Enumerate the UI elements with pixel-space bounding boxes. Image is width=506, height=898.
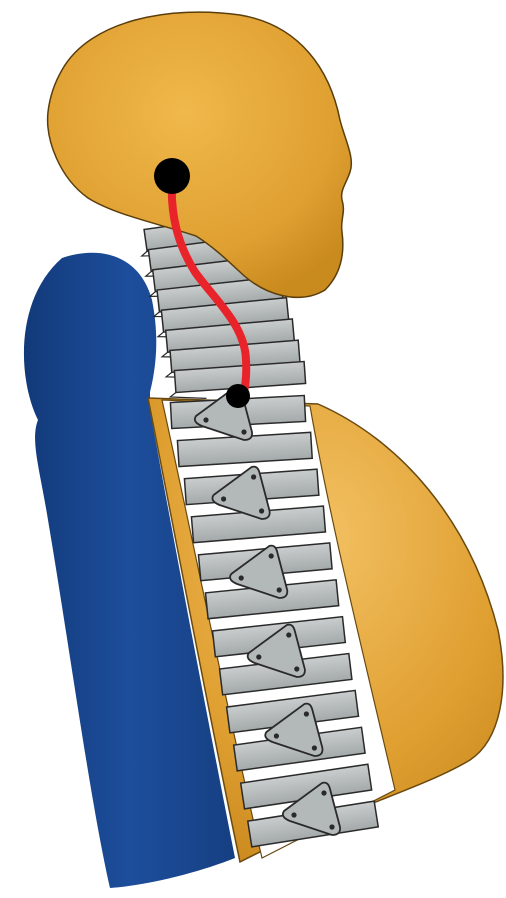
head-pivot-point bbox=[154, 158, 190, 194]
neck-pivot-point bbox=[226, 384, 250, 408]
